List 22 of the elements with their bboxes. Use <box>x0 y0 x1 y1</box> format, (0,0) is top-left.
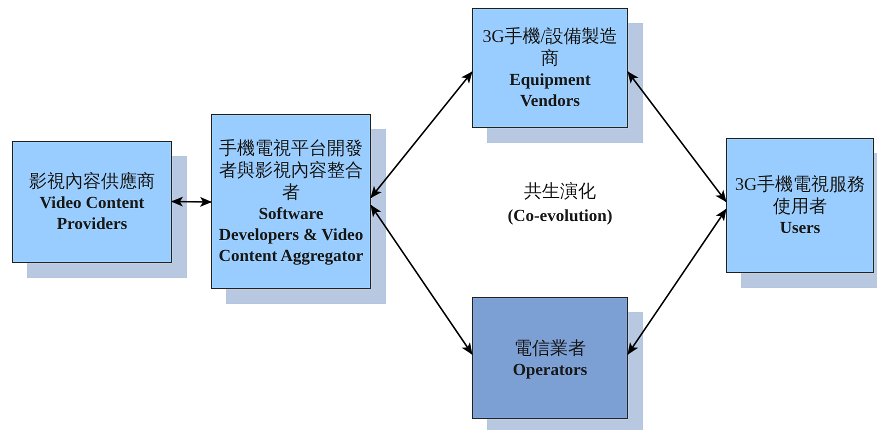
caption-label: (Co-evolution) <box>506 205 614 226</box>
english-label: Users <box>780 217 820 238</box>
english-label: Video Content Providers <box>38 192 146 234</box>
english-label: Operators <box>512 358 588 380</box>
chinese-label: 3G手機/設備製造商 <box>482 25 618 69</box>
chinese-label: 電信業者 <box>514 336 586 358</box>
english-label: Software Developers & Video Content Aggregator <box>218 203 364 266</box>
role-box <box>472 8 628 128</box>
caption-label: 共生演化 <box>523 180 597 202</box>
double-arrow <box>627 71 727 202</box>
chinese-label: 3G手機電視服務使用者 <box>734 173 866 217</box>
double-arrow <box>370 71 473 198</box>
english-label: Equipment Vendors <box>508 69 592 111</box>
role-box <box>211 114 371 289</box>
chinese-label: 影視內容供應商 <box>29 170 155 192</box>
chinese-label: 手機電視平台開發者與影視內容整合者 <box>218 137 364 203</box>
double-arrow <box>370 204 473 355</box>
role-box <box>12 141 172 263</box>
double-arrow <box>171 196 212 207</box>
role-box <box>472 297 628 419</box>
role-box <box>726 138 874 273</box>
double-arrow <box>627 208 727 355</box>
